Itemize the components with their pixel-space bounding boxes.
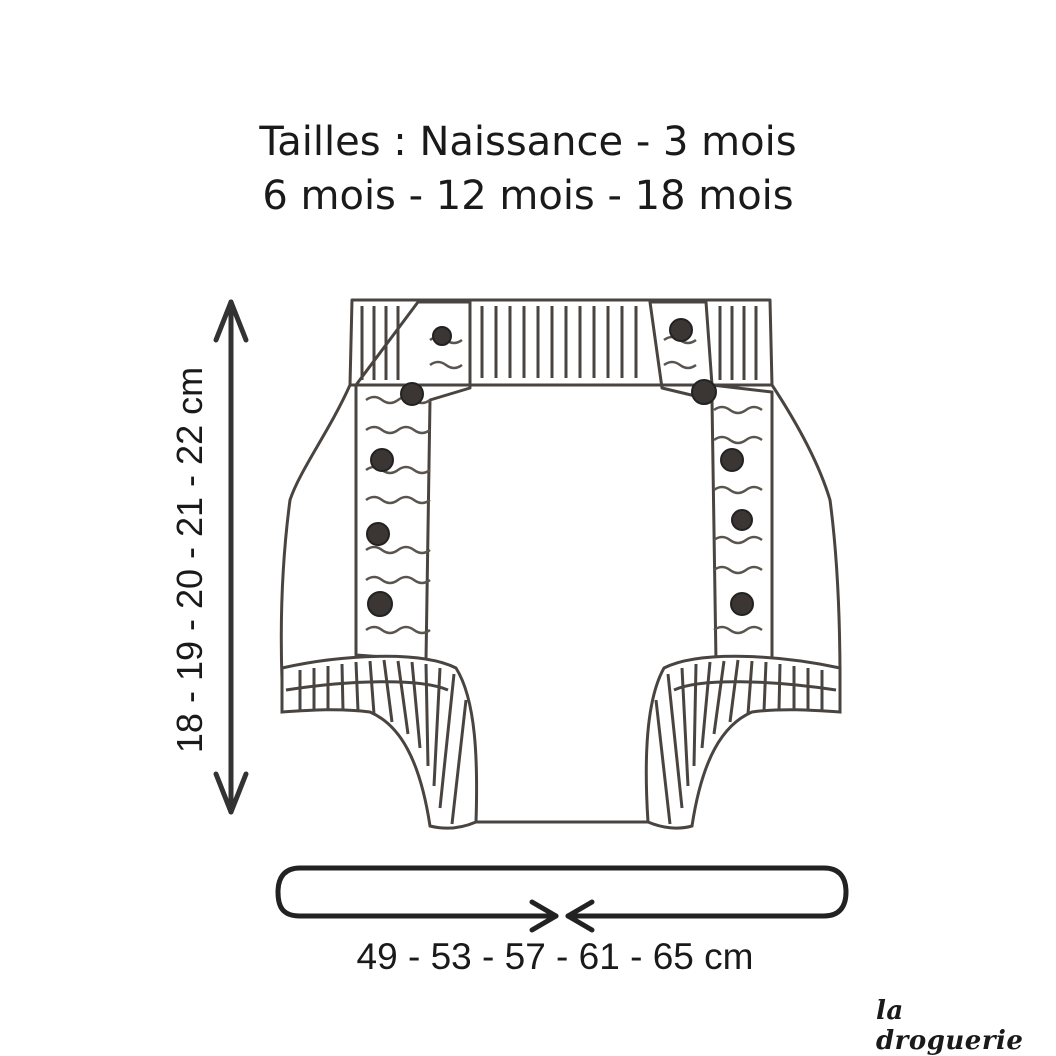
sizes-title-line-2: 6 mois - 12 mois - 18 mois — [262, 173, 794, 219]
button — [720, 448, 744, 472]
button — [432, 326, 452, 346]
placket-texture — [365, 335, 763, 635]
waistband-ribbing — [360, 306, 758, 380]
button — [367, 591, 393, 617]
height-measurement-label: 18 - 19 - 20 - 21 - 22 cm — [169, 366, 210, 754]
button — [370, 448, 394, 472]
waist-loop-arrow — [275, 865, 849, 933]
button — [400, 382, 424, 406]
button — [691, 379, 717, 405]
button — [366, 522, 390, 546]
height-arrow — [213, 299, 249, 815]
leg-ribbing-right — [644, 654, 842, 830]
buttons — [366, 318, 754, 617]
button — [731, 509, 753, 531]
brand-logo: la droguerie — [876, 996, 1024, 1056]
button — [669, 318, 693, 342]
leg-ribbing-left — [280, 654, 479, 830]
sizes-title-line-1: Tailles : Naissance - 3 mois — [259, 119, 797, 165]
waist-measurement-label: 49 - 53 - 57 - 61 - 65 cm — [356, 936, 754, 977]
button — [730, 592, 754, 616]
